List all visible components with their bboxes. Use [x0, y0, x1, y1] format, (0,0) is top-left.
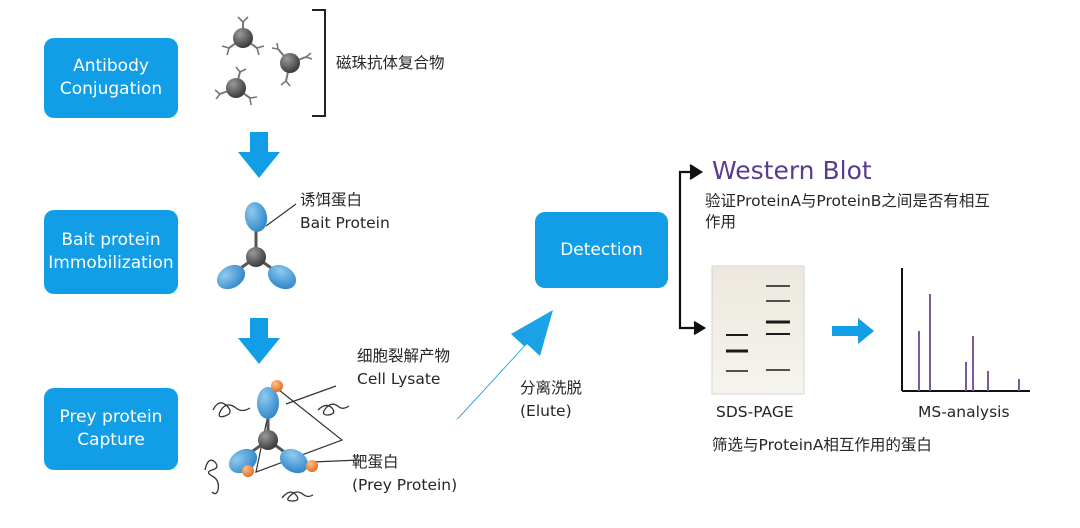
down-arrow-2	[238, 318, 280, 364]
step-antibody-conjugation-label: Antibody Conjugation	[59, 56, 163, 99]
bead-complex-2	[271, 42, 313, 87]
ms-analysis-label: MS-analysis	[918, 403, 1010, 421]
prey-protein-label-en: (Prey Protein)	[352, 476, 458, 494]
branch-connector	[678, 164, 707, 335]
elute-arrow	[456, 310, 553, 420]
step-bait-immobilization: Bait protein Immobilization	[44, 210, 178, 294]
sds-page-gel	[711, 265, 805, 395]
bead-complex-3	[214, 66, 258, 106]
step-detection: Detection	[535, 212, 668, 288]
step-prey-capture: Prey protein Capture	[44, 388, 178, 470]
step-antibody-conjugation: Antibody Conjugation	[44, 38, 178, 118]
cell-lysate-label-en: Cell Lysate	[357, 370, 441, 388]
down-arrow-1	[238, 132, 280, 178]
step-prey-capture-label: Prey protein Capture	[59, 407, 163, 450]
ms-spectrum	[901, 268, 1030, 392]
screen-description: 筛选与ProteinA相互作用的蛋白	[712, 436, 932, 454]
step-detection-label: Detection	[560, 239, 643, 260]
bead-complex-label: 磁珠抗体复合物	[336, 54, 445, 72]
step-bait-immobilization-label: Bait protein Immobilization	[48, 230, 174, 273]
bait-protein-label-cn: 诱饵蛋白	[300, 191, 363, 209]
lysate-protein-squiggles	[204, 402, 350, 502]
sds-page-label: SDS-PAGE	[716, 403, 794, 421]
elute-label-en: (Elute)	[520, 402, 572, 420]
bracket	[312, 9, 326, 117]
cell-lysate-label-cn: 细胞裂解产物	[357, 347, 451, 365]
prey-protein-label-cn: 靶蛋白	[352, 453, 399, 471]
bait-protein-icon	[216, 202, 297, 290]
gel-to-ms-arrow	[832, 318, 874, 344]
prey-capture-icon	[228, 380, 361, 477]
western-blot-title: Western Blot	[712, 156, 872, 185]
bead-complex-1	[221, 16, 265, 56]
bait-protein-label-en: Bait Protein	[300, 214, 390, 232]
elute-label-cn: 分离洗脱	[520, 379, 583, 397]
western-blot-description: 验证ProteinA与ProteinB之间是否有相互作用	[705, 192, 990, 231]
